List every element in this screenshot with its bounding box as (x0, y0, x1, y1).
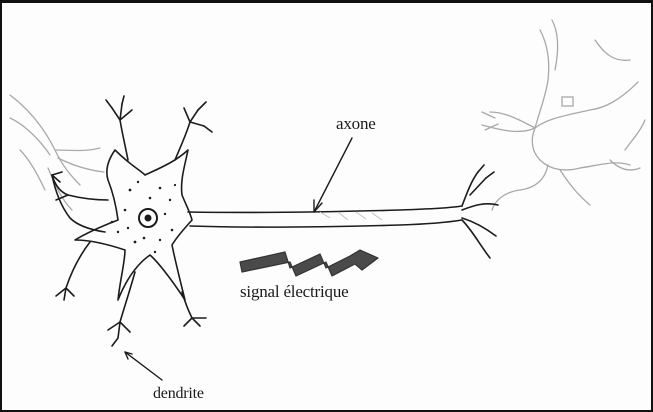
axone-label: axone (336, 114, 376, 134)
main-neuron (52, 96, 498, 346)
dendrite-label: dendrite (153, 385, 204, 403)
signal-zigzag-arrow (240, 250, 378, 276)
axon-upper (188, 206, 462, 212)
axon-faint-marks (320, 212, 382, 220)
axone-pointer-arrow (314, 138, 352, 212)
axon-lower (190, 220, 462, 227)
right-faded-neuron (482, 20, 645, 210)
dendrite-pointer-arrow (125, 352, 162, 380)
signal-label: signal électrique (240, 282, 348, 302)
